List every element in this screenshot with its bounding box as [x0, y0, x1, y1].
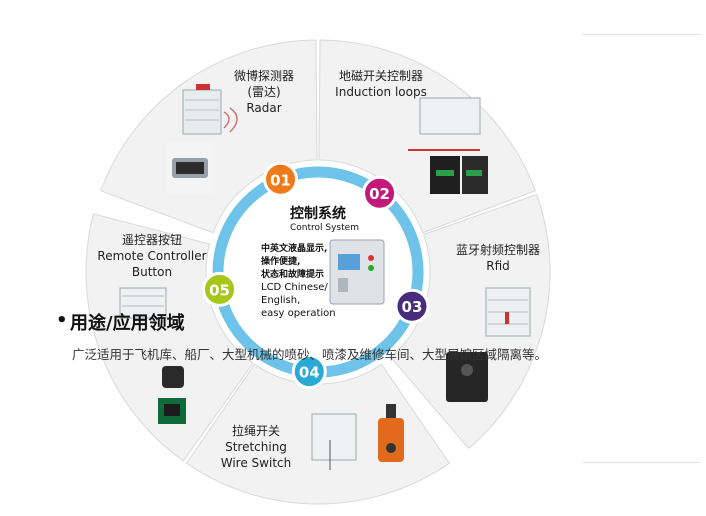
step-02-label-cn: 地磁开关控制器	[338, 69, 423, 83]
radar-sensor-photo	[166, 142, 214, 194]
step-badges: 01 02 03 04 05	[202, 161, 430, 390]
step-03-label-cn: 蓝牙射频控制器	[455, 243, 540, 257]
rfid-reader-photo	[446, 352, 488, 402]
center-title: 控制系统	[290, 206, 346, 222]
center-feature-en-2: English,	[261, 295, 301, 306]
induction-door-image	[408, 97, 481, 151]
step-05-label: 遥控器按钮 Remote Controller Button	[94, 232, 210, 280]
center-feature-cn-1: 中英文液晶显示,	[261, 244, 328, 254]
step-01-label-cn-sub: (雷达)	[247, 85, 281, 99]
bullet-icon: •	[56, 310, 68, 331]
control-box-image	[329, 239, 385, 305]
step-01-label-en: Radar	[246, 101, 282, 115]
step-05-label-en-2: Button	[131, 265, 173, 279]
step-02-label: 地磁开关控制器 Induction loops	[326, 68, 436, 100]
center-feature-cn-2: 操作便捷,	[261, 257, 301, 267]
pull-switch-door-image	[311, 413, 357, 470]
divider-line	[582, 34, 700, 35]
divider-line	[582, 462, 700, 463]
step-04-label-en-2: Wire Switch	[220, 456, 292, 470]
section-heading-text: 用途/应用领域	[70, 313, 185, 334]
step-03-label: 蓝牙射频控制器 Rfid	[448, 242, 548, 274]
step-badge-circle	[263, 161, 299, 197]
step-badge-circle	[394, 288, 430, 324]
step-badge-05: 05	[202, 271, 238, 307]
step-04-label-cn: 拉绳开关	[231, 424, 280, 438]
step-badge-03: 03	[394, 288, 430, 324]
rfid-door-image	[485, 287, 531, 337]
step-badge-circle	[202, 271, 238, 307]
pull-switch-photo	[378, 404, 404, 462]
step-badge-number: 03	[402, 298, 423, 316]
step-02-label-en: Induction loops	[335, 85, 427, 99]
outer-segment	[100, 39, 318, 234]
step-badge-number: 05	[209, 281, 230, 299]
step-01-label-cn: 微博探测器	[233, 69, 294, 83]
step-04-label: 拉绳开关 Stretching Wire Switch	[214, 423, 298, 471]
remote-control-photo	[158, 366, 186, 424]
step-badge-01: 01	[263, 161, 299, 197]
step-badge-number: 02	[369, 185, 390, 203]
step-badge-02: 02	[362, 175, 398, 211]
step-03-label-en: Rfid	[486, 259, 510, 273]
loop-detector-photo	[430, 156, 488, 194]
step-badge-number: 04	[299, 364, 320, 382]
center-feature-en-3: easy operation	[261, 308, 336, 319]
outer-segments	[85, 39, 551, 505]
step-badge-circle	[362, 175, 398, 211]
step-badge-number: 01	[270, 171, 291, 189]
step-badge-circle	[291, 354, 327, 390]
outer-segment	[85, 213, 254, 462]
section-description: 广泛适用于飞机库、船厂、大型机械的喷砂、喷漆及维修车间、大型展馆区域隔离等。	[72, 347, 548, 362]
step-04-label-en: Stretching	[225, 440, 287, 454]
step-01-label: 微博探测器 (雷达) Radar	[222, 68, 306, 116]
step-05-label-en: Remote Controller	[97, 249, 207, 263]
remote-door-image	[119, 287, 167, 319]
section-heading: • 用途/应用领域	[56, 309, 185, 335]
center-subtitle: Control System	[290, 223, 359, 233]
step-badge-04: 04	[291, 354, 327, 390]
center-disk	[230, 184, 406, 360]
center-feature-cn-3: 状态和故障提示	[261, 270, 325, 280]
center-feature-en-1: LCD Chinese/	[261, 282, 328, 293]
outer-segment	[390, 193, 551, 450]
step-05-label-cn: 遥控器按钮	[121, 233, 182, 247]
radar-device-image	[182, 84, 238, 135]
